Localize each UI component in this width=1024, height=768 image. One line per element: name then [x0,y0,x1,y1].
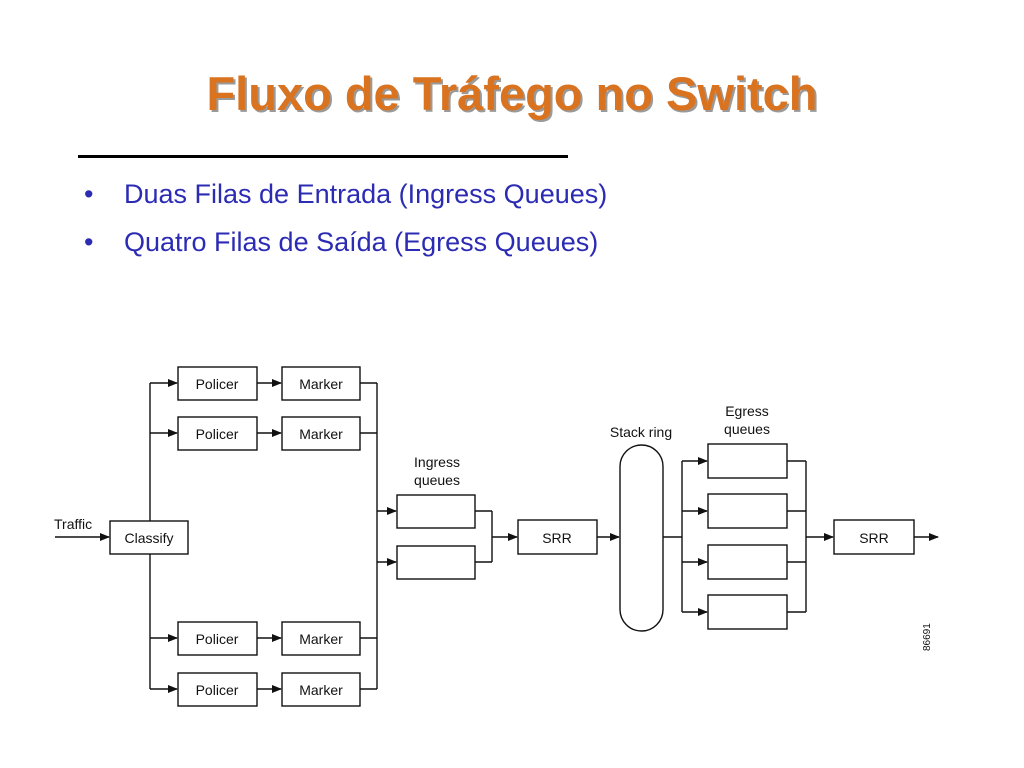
ingress-queues-label-line1: Ingress [414,454,460,470]
srr-egress-label: SRR [859,530,889,546]
diagram-boxes [109,366,915,707]
policer-box-4 [177,672,258,707]
marker-label: Marker [299,426,343,442]
slide-title: Fluxo de Tráfego no Switch [206,67,818,120]
marker-label: Marker [299,682,343,698]
stack-ring-label: Stack ring [610,424,672,440]
classify-box [109,520,189,555]
diagram-connectors [55,379,939,693]
marker-box-1 [281,366,361,401]
egress-queue-4 [707,594,788,630]
marker-label: Marker [299,631,343,647]
policer-label: Policer [196,376,239,392]
egress-queue-1 [707,443,788,479]
bullet-text: Duas Filas de Entrada (Ingress Queues) [124,179,608,209]
classify-label: Classify [124,530,173,546]
policer-box-1 [177,366,258,401]
policer-label: Policer [196,426,239,442]
marker-box-2 [281,416,361,451]
egress-queues-label-line2: queues [724,421,770,437]
title-underline [78,155,568,158]
bullet-item: • Duas Filas de Entrada (Ingress Queues) [84,172,607,220]
srr-ingress-box [517,519,598,555]
bullet-list: •Duas Filas de Entrada (Ingress Queues) … [84,172,607,268]
bullet-item: • Quatro Filas de Saída (Egress Queues) [84,220,607,268]
marker-label: Marker [299,376,343,392]
traffic-label: Traffic [54,516,92,532]
policer-box-3 [177,621,258,656]
bullet-icon: • [84,227,94,257]
egress-queues-label-line1: Egress [725,403,769,419]
marker-box-3 [281,621,361,656]
ingress-queues-label-line2: queues [414,472,460,488]
egress-queue-3 [707,544,788,580]
ingress-queue-2 [396,545,476,580]
srr-ingress-label: SRR [542,530,572,546]
figure-id-label: 86691 [922,623,933,651]
stack-ring-shape [619,444,664,632]
bullet-icon: • [84,179,94,209]
diagram-labels: Traffic Classify Policer Policer Policer… [54,376,933,698]
policer-label: Policer [196,631,239,647]
egress-queue-2 [707,493,788,529]
policer-label: Policer [196,682,239,698]
policer-box-2 [177,416,258,451]
marker-box-4 [281,672,361,707]
srr-egress-box [833,519,915,555]
ingress-queue-1 [396,494,476,529]
bullet-text: Quatro Filas de Saída (Egress Queues) [124,227,599,257]
